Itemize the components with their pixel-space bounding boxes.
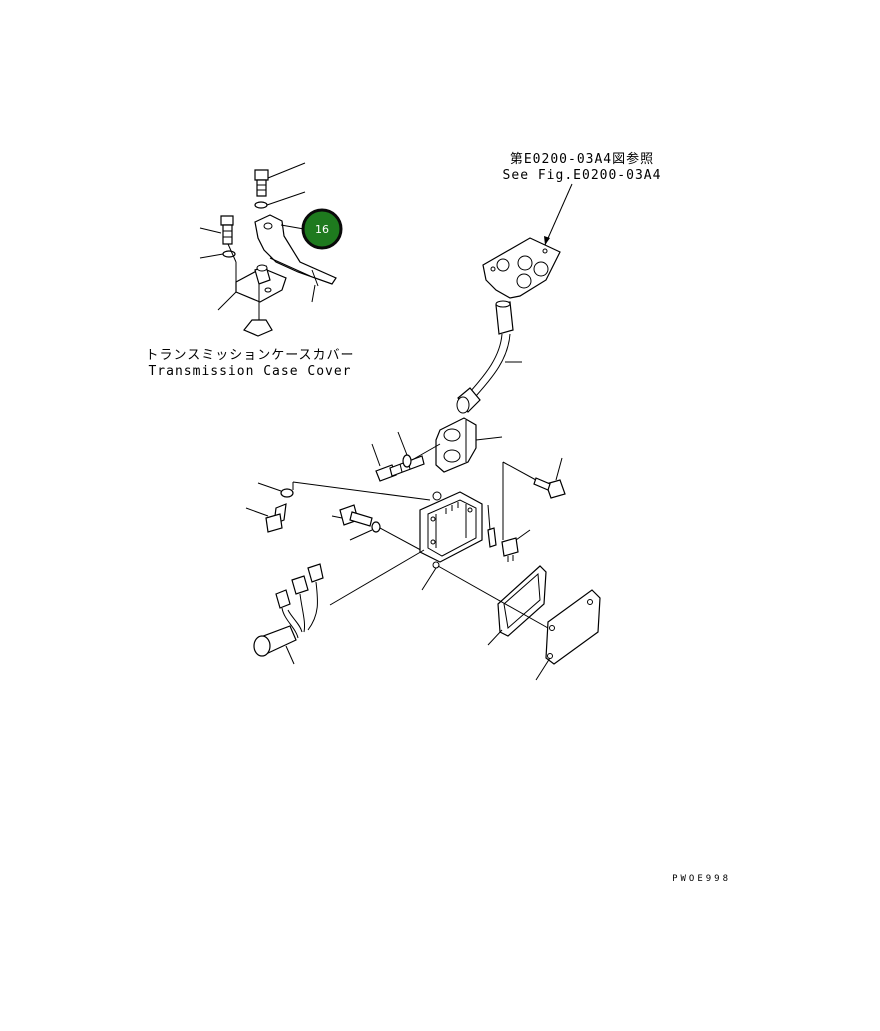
leader-washer-lower-left	[257, 482, 282, 492]
arrow-see-fig	[544, 236, 550, 245]
drawing-code: PWOE998	[672, 874, 731, 884]
leader-gasket	[487, 629, 503, 646]
bolt-lower-left	[245, 503, 287, 533]
bolt-clamp	[371, 443, 425, 482]
bolt-right	[533, 457, 566, 499]
bolt-left	[220, 215, 234, 245]
leader-relay-small	[487, 504, 491, 531]
cable-harness-upper	[456, 300, 522, 414]
leader-bolt-lower-left	[245, 507, 269, 517]
case-cover-label-jp: トランスミッションケースカバー	[145, 348, 354, 363]
leader-control-box	[421, 567, 437, 591]
callout-16[interactable]: 16	[301, 208, 343, 250]
leader-washer-mid	[349, 529, 373, 541]
cover-plate	[535, 589, 601, 681]
see-fig-label-en: See Fig.E0200-03A4	[503, 168, 662, 183]
washer-lower-left	[280, 488, 294, 498]
control-box	[419, 491, 483, 591]
leader-bracket-plate	[217, 291, 237, 311]
bracket-arm	[254, 214, 337, 285]
leader-cover	[535, 657, 551, 681]
see-fig-label-jp: 第E0200-03A4図参照	[510, 151, 654, 167]
relay-small	[487, 504, 497, 548]
washer-clamp	[402, 454, 412, 468]
leader-harness-connector	[329, 549, 425, 606]
gasket	[487, 565, 547, 646]
washer-top	[254, 201, 268, 209]
leader-bolt-clamp	[371, 443, 381, 467]
leader-see-fig	[544, 183, 573, 246]
leader-callout	[280, 224, 305, 230]
leader-washer-top	[266, 191, 306, 206]
bolt-top	[254, 169, 269, 197]
wire-harness-lower	[253, 549, 425, 665]
leader-washer-clamp	[397, 431, 408, 456]
leader-bolt-left	[199, 227, 222, 234]
relay-right	[501, 529, 531, 562]
leader-bolt-top	[267, 162, 306, 179]
base-mount	[243, 319, 273, 337]
callout-number: 16	[315, 223, 329, 236]
cable-clamp-bracket	[435, 417, 503, 473]
bolt-mid	[331, 504, 373, 527]
leader-clamp	[475, 436, 503, 441]
leader-washer-left	[199, 253, 224, 259]
case-cover-bracket-assembly	[199, 162, 337, 337]
leader-harness	[285, 645, 295, 665]
washer-mid	[371, 521, 381, 533]
case-cover-label-en: Transmission Case Cover	[148, 364, 351, 379]
leader-relay-right	[515, 529, 531, 541]
connector-plate	[482, 237, 561, 299]
leader-bolt-mid	[331, 515, 343, 519]
leader-bolt-right	[555, 457, 563, 481]
leader-bracket-arm	[311, 284, 316, 303]
